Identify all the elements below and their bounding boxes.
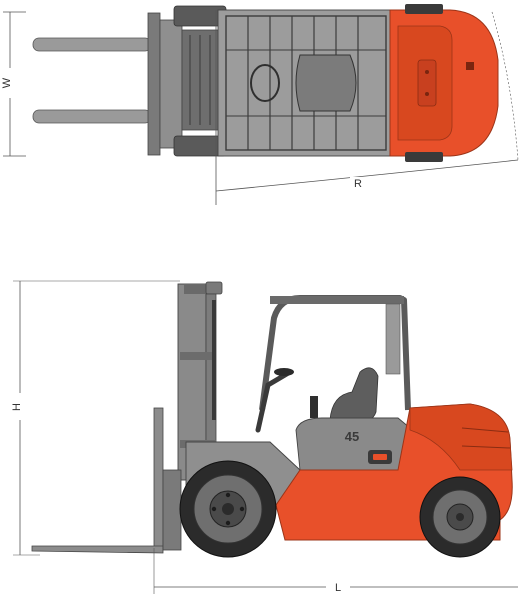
steering-wheel-top xyxy=(250,64,280,102)
steering-column xyxy=(255,369,293,433)
length-dimension: L xyxy=(153,548,518,594)
model-badge: 45 xyxy=(345,429,359,444)
forks-top xyxy=(32,37,152,124)
length-label: L xyxy=(335,582,341,594)
height-dimension: H xyxy=(11,280,180,556)
operator-area xyxy=(255,367,379,433)
width-dimension: W xyxy=(1,11,26,157)
chassis-top xyxy=(217,9,394,157)
overhead-guard xyxy=(259,295,411,411)
turning-radius-label: R xyxy=(354,178,362,190)
height-label: H xyxy=(11,403,23,411)
width-label: W xyxy=(1,77,13,88)
operator-seat-top xyxy=(295,54,357,112)
counterweight-top xyxy=(389,4,499,162)
steering-wheel-side xyxy=(274,368,294,376)
top-view: W xyxy=(1,4,519,205)
front-wheel xyxy=(179,460,277,558)
turning-radius-dimension: R xyxy=(215,10,519,205)
carriage-top xyxy=(147,12,219,156)
side-view: H xyxy=(11,280,518,594)
forks-side xyxy=(31,407,182,554)
rear-wheel xyxy=(419,476,501,558)
